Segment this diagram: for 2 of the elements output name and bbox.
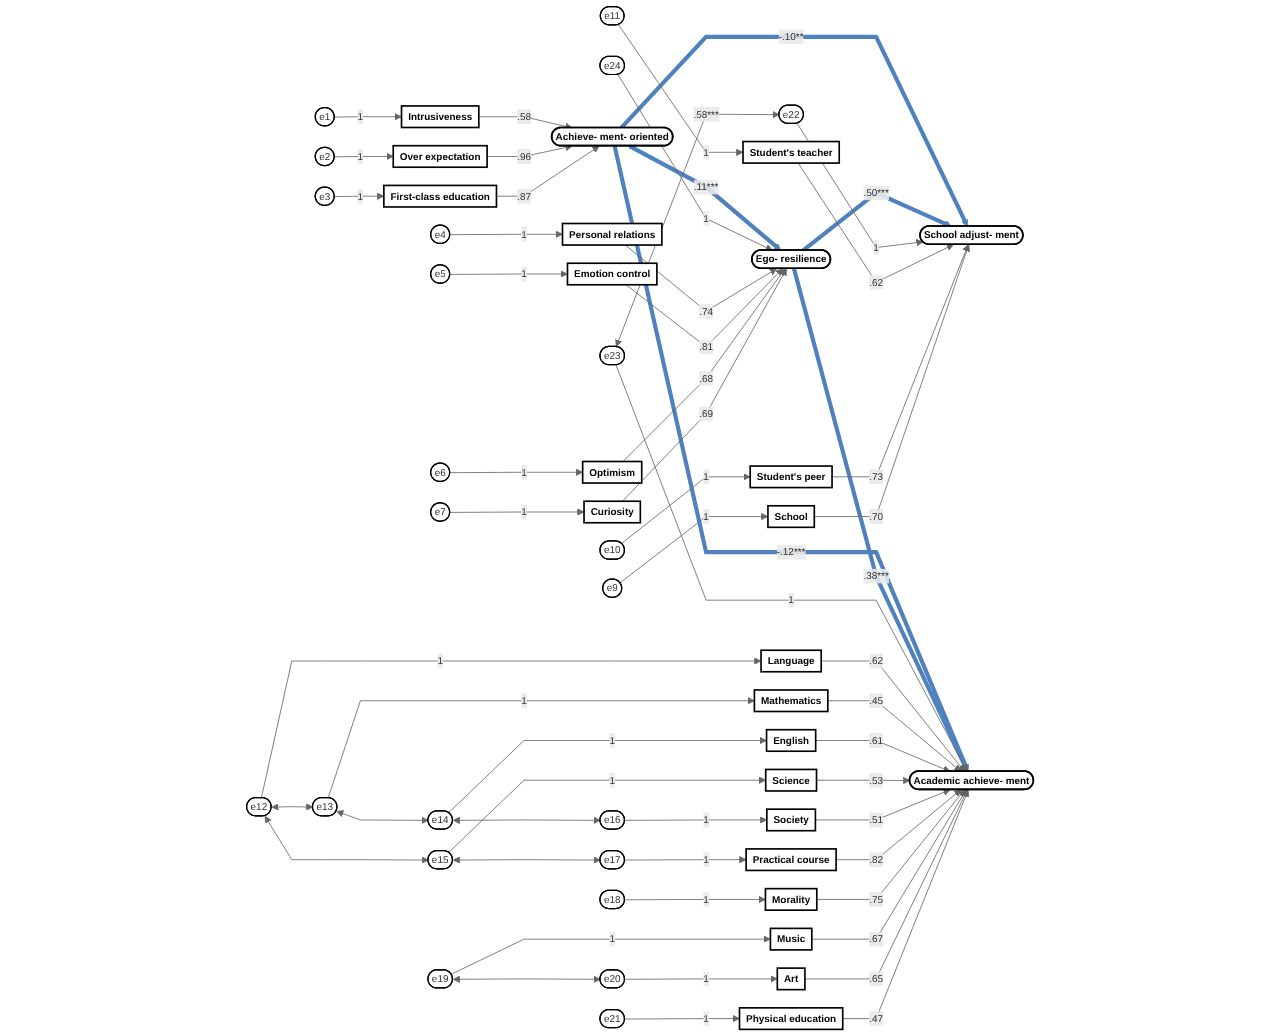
arrow bbox=[628, 144, 782, 251]
arrow bbox=[619, 34, 968, 227]
